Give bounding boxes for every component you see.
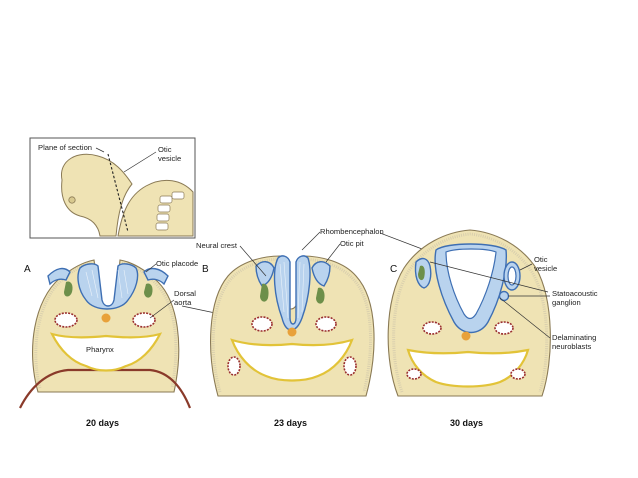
panel-a-otic-placode-left xyxy=(47,267,71,286)
panel-a-age: 20 days xyxy=(86,418,119,428)
panel-a-lower-border xyxy=(19,368,192,409)
panel-a-vessel-right xyxy=(132,312,156,328)
embryo-inset: Plane of section Otic vesicle xyxy=(29,137,196,239)
embryo-head xyxy=(61,153,133,237)
panel-c-vessel-lower-right xyxy=(510,368,526,380)
panel-b-vessel-lower-left xyxy=(227,356,241,376)
delaminating-label-2: neuroblasts xyxy=(552,342,591,351)
delaminating-label-1: Delaminating xyxy=(552,333,596,342)
panel-b-age: 23 days xyxy=(274,418,307,428)
panel-b-pharynx xyxy=(230,338,354,382)
panel-b-vessel-left xyxy=(251,316,273,332)
inset-otic-label-2: vesicle xyxy=(158,154,181,163)
plane-of-section-label: Plane of section xyxy=(38,143,92,152)
panel-c-letter: C xyxy=(390,264,397,275)
panel-b-letter: B xyxy=(202,264,209,275)
dorsal-aorta-label-1: Dorsal xyxy=(174,289,196,298)
panel-a-pharynx xyxy=(49,332,163,372)
otic-vesicle-label-1: Otic xyxy=(534,255,548,264)
panel-c-vessel-right xyxy=(494,321,514,335)
dorsal-aorta-label-2: aorta xyxy=(174,298,192,307)
statoacoustic-label-1: Statoacoustic xyxy=(552,289,598,298)
panel-b-dorsal-aorta xyxy=(287,327,297,337)
otic-pit-label: Otic pit xyxy=(340,239,365,248)
panel-c-age: 30 days xyxy=(450,418,483,428)
panel-a: Pharynx A 20 days Otic placode Dorsal ao… xyxy=(19,259,259,428)
somites xyxy=(155,191,185,231)
panel-b-otic-pit-left xyxy=(255,261,275,287)
panel-b-otic-pit-right xyxy=(311,261,331,287)
panel-a-vessel-left xyxy=(54,312,78,328)
inset-otic-label-1: Otic xyxy=(158,145,172,154)
panel-b-vessel-right xyxy=(315,316,337,332)
panel-c: C 30 days Otic vesicle Statoacoustic gan… xyxy=(387,229,598,428)
eye-icon xyxy=(68,196,76,204)
panel-a-otic-placode-right xyxy=(143,267,169,286)
neural-crest-label: Neural crest xyxy=(196,241,238,250)
panel-c-vessel-lower-left xyxy=(406,368,422,380)
panel-b: B 23 days Neural crest Rhombencephalon O… xyxy=(196,227,431,428)
panel-c-dorsal-aorta xyxy=(461,331,471,341)
panel-a-pharynx-label: Pharynx xyxy=(86,345,114,354)
statoacoustic-label-2: ganglion xyxy=(552,298,581,307)
panel-b-neural-tube xyxy=(273,255,311,331)
panel-b-neural-crest-left xyxy=(260,283,269,302)
panel-b-neural-crest-right xyxy=(316,287,325,304)
panel-a-dorsal-aorta xyxy=(101,313,111,323)
panel-c-vessel-left xyxy=(422,321,442,335)
otic-vesicle-label-2: vesicle xyxy=(534,264,557,273)
panel-c-neural-crest-left xyxy=(418,265,425,281)
panel-c-neural-lumen xyxy=(445,248,497,320)
panel-a-neural-crest-left xyxy=(64,281,73,297)
rhombencephalon-label: Rhombencephalon xyxy=(320,227,384,236)
panel-c-statoacoustic-ganglion xyxy=(498,290,510,302)
panel-b-vessel-lower-right xyxy=(343,356,357,376)
panel-a-neural-crest-right xyxy=(144,283,153,298)
panel-a-letter: A xyxy=(24,264,31,275)
otic-placode-label: Otic placode xyxy=(156,259,198,268)
